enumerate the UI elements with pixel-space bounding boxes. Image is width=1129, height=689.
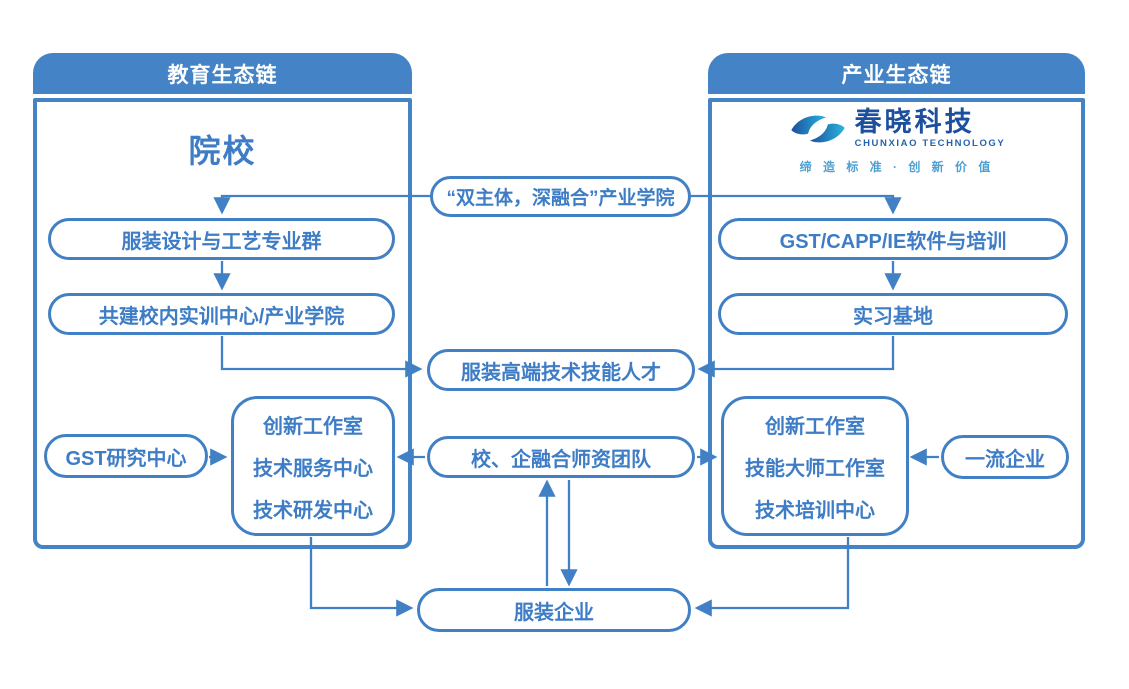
box-industry-college: “双主体，深融合”产业学院 bbox=[430, 176, 691, 217]
connector-internship-to-talents bbox=[697, 336, 895, 378]
box-gst-research: GST研究中心 bbox=[44, 434, 208, 478]
left-centers-line2: 技术服务中心 bbox=[253, 457, 373, 480]
box-training-center: 共建校内实训中心/产业学院 bbox=[48, 293, 395, 335]
connector-right-centers-to-garment bbox=[694, 537, 850, 617]
right-centers-line2: 技能大师工作室 bbox=[745, 457, 885, 480]
logo-slogan: 缔 造 标 准 · 创 新 价 值 bbox=[799, 160, 995, 175]
box-major-group: 服装设计与工艺专业群 bbox=[48, 218, 395, 260]
box-faculty-team: 校、企融合师资团队 bbox=[427, 436, 695, 478]
left-panel-header: 教育生态链 bbox=[33, 53, 412, 94]
right-panel-header: 产业生态链 bbox=[708, 53, 1085, 94]
logo-name: 春晓科技 bbox=[854, 107, 975, 137]
box-talents: 服装高端技术技能人才 bbox=[427, 349, 695, 391]
left-centers-line3: 技术研发中心 bbox=[253, 499, 373, 522]
box-right-centers: 创新工作室 技能大师工作室 技术培训中心 bbox=[721, 396, 909, 536]
box-left-centers: 创新工作室 技术服务中心 技术研发中心 bbox=[231, 396, 395, 536]
box-internship-base: 实习基地 bbox=[718, 293, 1068, 335]
left-panel-title: 院校 bbox=[188, 133, 257, 169]
left-centers-line1: 创新工作室 bbox=[263, 415, 363, 438]
chunxiao-logo: 春晓科技 CHUNXIAO TECHNOLOGY 缔 造 标 准 · 创 新 价… bbox=[788, 108, 1006, 175]
connector-college-to-software bbox=[690, 194, 902, 215]
box-garment-enterprises: 服装企业 bbox=[417, 588, 691, 632]
connector-college-to-major-group bbox=[213, 194, 431, 215]
logo-name-en: CHUNXIAO TECHNOLOGY bbox=[854, 138, 1006, 150]
connector-left-centers-to-garment bbox=[309, 537, 414, 617]
right-centers-line1: 创新工作室 bbox=[765, 415, 865, 438]
chunxiao-logo-icon bbox=[790, 115, 845, 143]
right-centers-line3: 技术培训中心 bbox=[755, 499, 875, 522]
box-first-class-enterprise: 一流企业 bbox=[941, 435, 1069, 479]
box-software-training: GST/CAPP/IE软件与培训 bbox=[718, 218, 1068, 260]
connector-training-center-to-talents bbox=[220, 336, 423, 378]
